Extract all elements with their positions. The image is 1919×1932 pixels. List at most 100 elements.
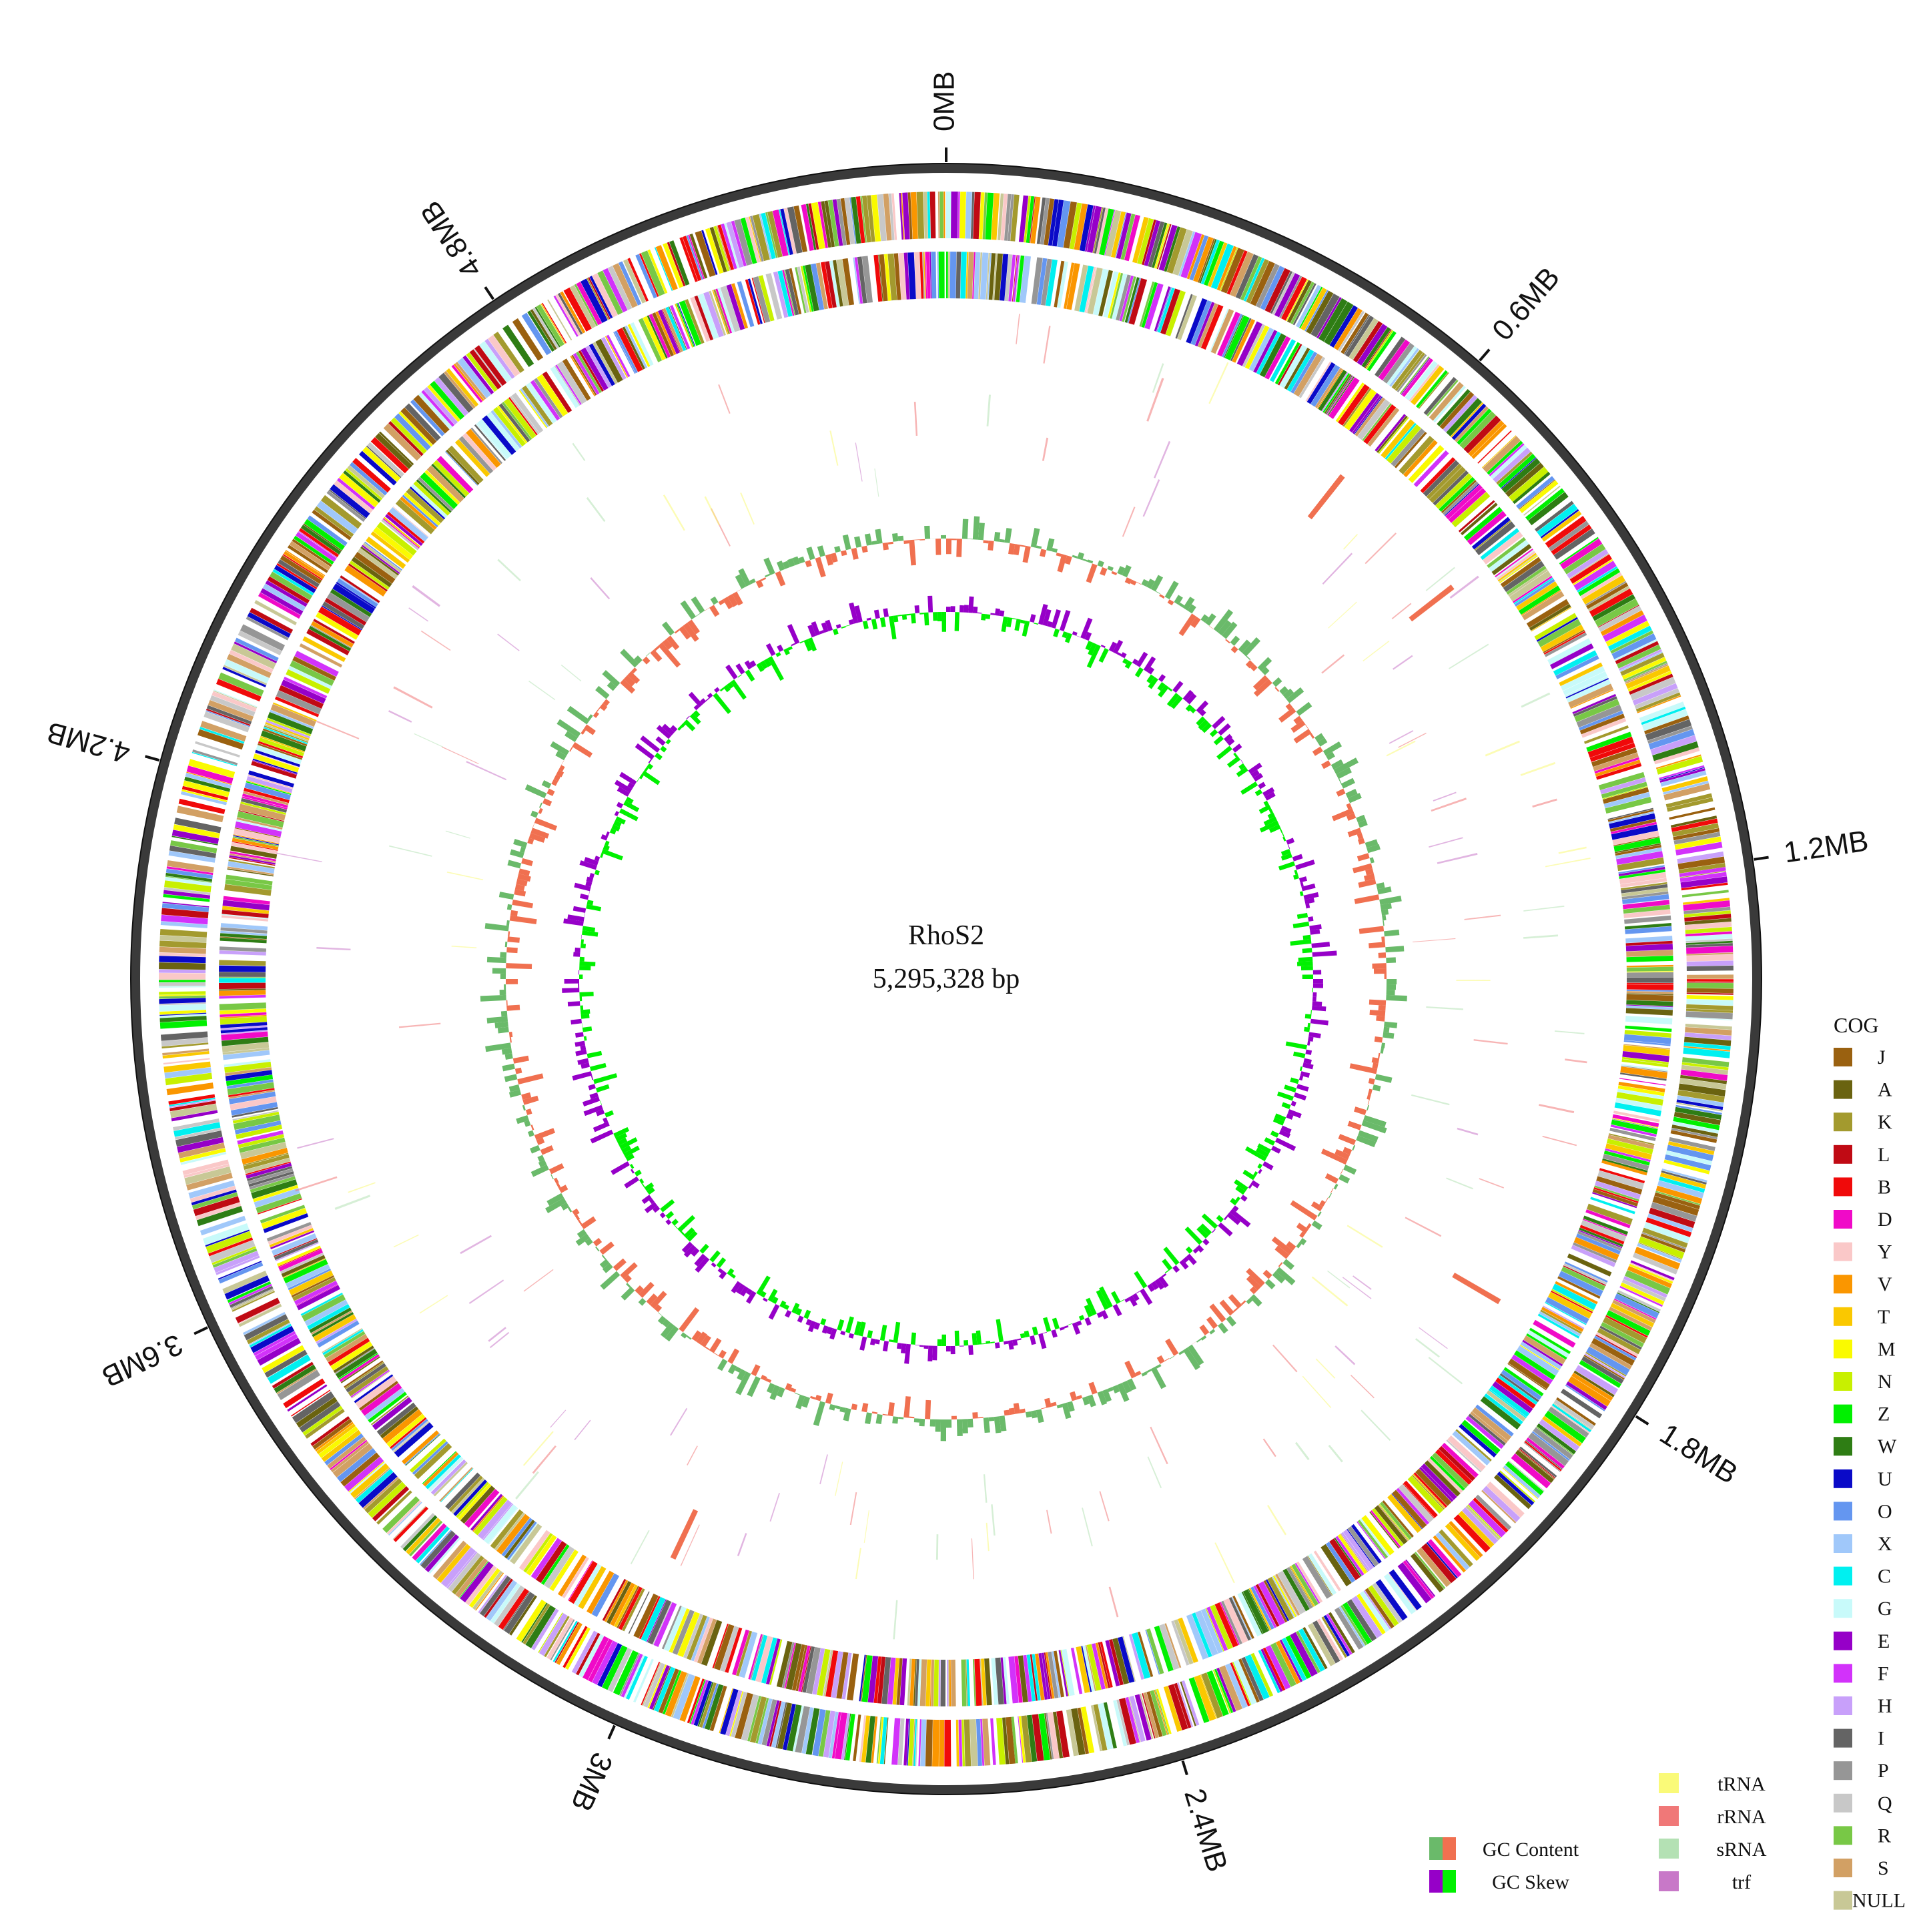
cds-segment	[717, 224, 735, 270]
gc-bin	[1146, 674, 1155, 684]
cds-segment	[750, 216, 764, 262]
gc-bin	[1286, 1241, 1296, 1251]
cds-segment	[220, 923, 268, 931]
ncrna-mark	[420, 630, 451, 651]
gc-bin	[795, 1394, 805, 1409]
cog-swatch	[1834, 1502, 1852, 1521]
cds-segment	[669, 1608, 690, 1653]
cds-segment	[378, 431, 414, 466]
cds-segment	[245, 1161, 291, 1176]
cds-segment	[1609, 1307, 1653, 1331]
cds-segment	[1036, 197, 1046, 244]
cds-segment	[1226, 250, 1248, 295]
ncrna-mark	[991, 1504, 996, 1536]
cds-segment	[1313, 1550, 1341, 1592]
gc-bin	[1087, 1394, 1096, 1407]
cds-segment	[1127, 278, 1141, 324]
cds-segment	[1125, 1696, 1140, 1743]
cds-segment	[1181, 1680, 1200, 1726]
cds-segment	[184, 1166, 232, 1185]
cds-segment	[781, 1642, 795, 1688]
gc-bin	[730, 679, 747, 700]
cds-segment	[432, 460, 470, 497]
gc-bin	[1369, 999, 1387, 1006]
cog-swatch	[1834, 1664, 1852, 1683]
ncrna-mark	[1353, 1275, 1372, 1290]
gc-bin	[623, 1145, 640, 1158]
cds-segment	[726, 221, 744, 268]
gc-bin	[677, 725, 683, 731]
cds-segment	[1529, 603, 1571, 631]
cds-segment	[805, 264, 819, 312]
cds-segment	[1018, 195, 1029, 243]
cds-segment	[220, 1014, 267, 1019]
gc-bin	[1222, 621, 1238, 639]
gc-bin	[1088, 1381, 1098, 1395]
gc-bin	[887, 1402, 895, 1417]
ncrna-mark	[1413, 938, 1456, 943]
cds-segment	[976, 1718, 982, 1766]
cds-segment	[1086, 206, 1102, 253]
cds-segment	[1277, 1570, 1306, 1615]
gc-bin	[862, 620, 869, 629]
cds-segment	[1475, 1404, 1514, 1437]
ncrna-mark	[819, 1454, 828, 1485]
cds-segment	[1556, 1397, 1596, 1426]
gc-bin	[1310, 1018, 1328, 1026]
cds-segment	[1626, 972, 1673, 978]
cds-segment	[643, 316, 667, 361]
cds-segment	[1357, 1520, 1389, 1559]
cds-segment	[538, 1612, 563, 1653]
gc-bin	[815, 1395, 822, 1401]
cds-segment	[402, 1515, 438, 1552]
gc-bin	[1264, 1279, 1276, 1289]
cds-segment	[992, 253, 998, 300]
cds-segment	[388, 1502, 422, 1536]
gc-bin	[767, 1289, 778, 1302]
cds-segment	[879, 1717, 887, 1764]
gc-bin	[1020, 545, 1026, 547]
cds-segment	[1377, 415, 1408, 453]
cds-segment	[1119, 275, 1134, 322]
gc-bin	[940, 1419, 946, 1441]
cds-segment	[1685, 1008, 1734, 1013]
scale-tick-label: 3.6MB	[97, 1327, 187, 1393]
gc-bin	[589, 1092, 599, 1100]
cds-segment	[801, 1707, 814, 1754]
cds-segment	[1290, 1632, 1318, 1677]
cds-segment	[793, 205, 808, 253]
cds-segment	[949, 1659, 951, 1706]
ncrna-mark	[550, 1409, 566, 1428]
gc-bin	[776, 1387, 785, 1397]
cds-segment	[1489, 540, 1529, 572]
gc-bin	[695, 613, 701, 617]
cds-segment	[1414, 1552, 1446, 1590]
cds-segment	[220, 937, 267, 944]
cds-segment	[318, 606, 362, 636]
gc-bin	[913, 1418, 920, 1423]
gc-bin	[777, 644, 784, 652]
cds-segment	[1044, 1652, 1052, 1699]
cds-segment	[1240, 256, 1262, 301]
cds-segment	[563, 287, 593, 332]
cds-segment	[544, 1616, 570, 1658]
cds-segment	[831, 1651, 843, 1698]
ncrna-mark	[393, 686, 433, 709]
cds-segment	[1613, 1298, 1657, 1320]
gc-bin	[1262, 787, 1275, 797]
gc-bin	[854, 536, 862, 548]
gc-bin	[1303, 892, 1319, 900]
ncrna-mark	[1152, 363, 1164, 393]
cds-segment	[502, 1591, 530, 1631]
gc-bin	[1086, 644, 1101, 669]
gc-bin	[1250, 1180, 1260, 1189]
cds-segment	[1328, 377, 1360, 419]
gc-bin	[1136, 651, 1148, 667]
cds-segment	[985, 192, 994, 240]
gc-bin	[521, 858, 533, 866]
ncrna-mark	[687, 1445, 698, 1466]
cds-segment	[1685, 938, 1733, 943]
gc-bin	[521, 1092, 532, 1100]
cds-segment	[159, 1012, 207, 1016]
ncrna-mark	[1433, 791, 1457, 801]
